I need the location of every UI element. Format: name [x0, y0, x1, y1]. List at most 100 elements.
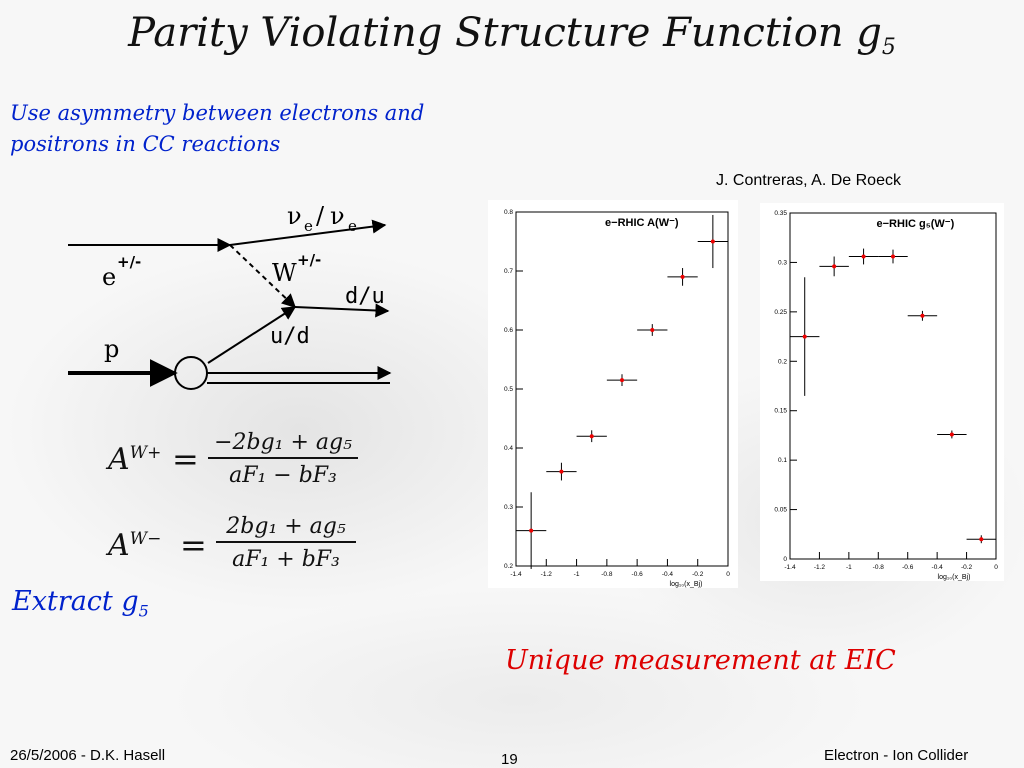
data-point	[920, 313, 925, 318]
extract-subscript: 5	[138, 601, 149, 621]
eq1-equals: =	[172, 440, 199, 478]
y-tick-label: 0.1	[778, 457, 787, 464]
y-tick-label: 0.3	[778, 259, 787, 266]
y-tick-label: 0.8	[504, 209, 513, 216]
antinu-subscript: e	[348, 217, 357, 235]
asymmetry-chart-panel: -1.4 -1.2 -1 -0.8 -0.6 -0.4 -0.2 0 0.2 0.3 0.4 0.5 0…	[488, 200, 738, 588]
y-tick-label: 0.2	[778, 358, 787, 365]
eq1-numerator: −2bg₁ + ag₅	[208, 430, 358, 459]
asymmetry-equation-minus: AW− = 2bg₁ + ag₅ aF₁ + bF₃	[108, 514, 368, 584]
chart-title: e−RHIC A(W⁻)	[605, 217, 679, 229]
data-point	[589, 434, 594, 439]
asymmetry-equation-plus: AW+ = −2bg₁ + ag₅ aF₁ − bF₃	[108, 430, 368, 500]
y-tick-label: 0.35	[774, 210, 787, 217]
x-tick-label: -1.2	[541, 571, 553, 578]
eq2-numerator: 2bg₁ + ag₅	[216, 514, 356, 543]
data-point	[559, 469, 564, 474]
eq2-lhs-superscript: W−	[129, 529, 162, 549]
x-tick-label: 0	[994, 564, 998, 571]
x-tick-label: -0.8	[601, 571, 613, 578]
x-tick-label: -0.4	[932, 564, 944, 571]
eq2-equals: =	[180, 526, 207, 564]
y-tick-label: 0.25	[774, 309, 787, 316]
data-point	[802, 334, 807, 339]
feynman-diagram: ν e / ν e e +/- W +/- d/u u/d p	[68, 202, 392, 390]
y-tick-label: 0	[783, 556, 787, 563]
slash-label: /	[316, 202, 325, 230]
extract-g5-text: Extract g5	[12, 586, 149, 620]
struck-quark-line	[207, 306, 297, 364]
eq2-lhs: AW−	[108, 528, 161, 563]
x-tick-label: -0.6	[902, 564, 914, 571]
x-tick-label: -1	[846, 564, 852, 571]
data-point	[529, 528, 534, 533]
x-tick-label: 0	[726, 571, 730, 578]
ud-label: u/d	[270, 324, 310, 349]
slide-title-subscript: 5	[881, 35, 896, 60]
asymmetry-chart: -1.4 -1.2 -1 -0.8 -0.6 -0.4 -0.2 0 0.2 0.3 0.4 0.5 0…	[504, 209, 730, 588]
intro-text: Use asymmetry between electrons and posi…	[10, 101, 425, 156]
x-tick-label: -0.2	[961, 564, 973, 571]
eq2-denominator: aF₁ + bF₃	[232, 547, 340, 572]
x-tick-label: -1.4	[784, 564, 796, 571]
eq1-lhs-superscript: W+	[129, 443, 162, 463]
x-tick-label: -0.2	[692, 571, 704, 578]
footer-title: Electron - Ion Collider	[824, 747, 969, 764]
x-tick-label: -0.4	[662, 571, 674, 578]
electron-label: e	[102, 263, 116, 291]
x-axis-label: log₁₀(x_Bj)	[670, 581, 703, 588]
y-tick-label: 0.7	[504, 268, 513, 275]
proton-blob	[174, 356, 208, 390]
electron-charge: +/-	[117, 253, 141, 271]
y-tick-label: 0.4	[504, 445, 513, 452]
x-tick-label: -1	[574, 571, 580, 578]
slide-title-main: Parity Violating Structure Function g	[128, 10, 882, 56]
g5-chart: -1.4 -1.2 -1 -0.8 -0.6 -0.4 -0.2 0 0 0.05 0.1 0.15 0…	[774, 210, 998, 581]
y-tick-label: 0.3	[504, 504, 513, 511]
data-point	[650, 328, 655, 332]
eq1-lhs-symbol: A	[108, 442, 130, 477]
antinu-label: ν	[330, 202, 345, 230]
slide-title: Parity Violating Structure Function g5	[0, 10, 1024, 60]
w-boson-line	[229, 244, 297, 308]
y-tick-label: 0.6	[504, 327, 513, 334]
page-number: 19	[501, 751, 518, 768]
w-charge: +/-	[297, 251, 321, 269]
extract-main: Extract g	[12, 586, 139, 617]
data-point	[949, 432, 954, 437]
outgoing-quark-line	[294, 303, 390, 318]
data-point	[680, 274, 685, 279]
data-point	[891, 254, 895, 259]
eq1-denominator: aF₁ − bF₃	[229, 463, 337, 488]
x-tick-label: -0.8	[873, 564, 885, 571]
g5-chart-panel: -1.4 -1.2 -1 -0.8 -0.6 -0.4 -0.2 0 0 0.05 0.1 0.15 0…	[760, 203, 1004, 581]
chart-title: e−RHIC g₅(W⁻)	[877, 218, 955, 230]
eq1-fraction: −2bg₁ + ag₅ aF₁ − bF₃	[208, 430, 358, 488]
data-point	[710, 239, 715, 244]
data-point	[620, 378, 624, 383]
x-tick-label: -1.4	[510, 571, 522, 578]
y-tick-label: 0.05	[774, 507, 787, 514]
y-tick-label: 0.5	[504, 386, 513, 393]
eq1-lhs: AW+	[108, 442, 161, 477]
data-point	[832, 264, 837, 269]
plot-frame	[789, 212, 997, 560]
x-axis-label: log₁₀(x_Bj)	[938, 574, 971, 581]
eq2-lhs-symbol: A	[108, 528, 130, 563]
y-tick-label: 0.2	[504, 563, 513, 570]
data-point	[861, 254, 866, 259]
du-label: d/u	[345, 284, 385, 309]
x-tick-label: -1.2	[814, 564, 826, 571]
conclusion-text: Unique measurement at EIC	[505, 645, 896, 676]
authors-credit: J. Contreras, A. De Roeck	[716, 172, 901, 189]
x-tick-label: -0.6	[632, 571, 644, 578]
proton-label: p	[104, 335, 119, 363]
nu-subscript: e	[304, 217, 313, 235]
nu-label: ν	[287, 202, 302, 230]
plot-frame	[515, 211, 729, 567]
eq2-fraction: 2bg₁ + ag₅ aF₁ + bF₃	[216, 514, 356, 572]
w-label: W	[272, 259, 297, 287]
data-point	[979, 537, 984, 542]
outgoing-neutrino-line	[229, 219, 387, 246]
y-tick-label: 0.15	[774, 408, 787, 415]
